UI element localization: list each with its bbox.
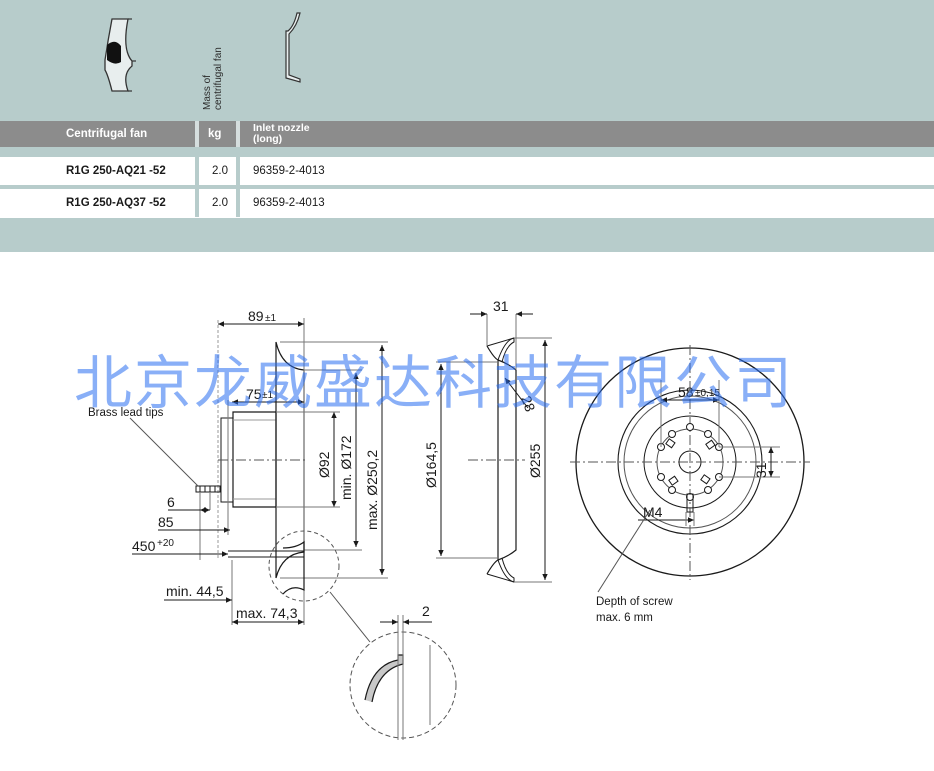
dim-75-value: 75 — [246, 386, 262, 402]
dim-75-tol: ±1 — [262, 390, 273, 401]
dim-2-value: 2 — [422, 603, 430, 619]
depth-of-screw-value: max. 6 mm — [596, 612, 653, 624]
dim-58: 58 ±0,15 — [660, 380, 720, 447]
dim-min-44-5-value: min. 44,5 — [166, 583, 224, 599]
dim-58-tol: ±0,15 — [695, 388, 720, 399]
dim-85: 85 — [158, 514, 230, 533]
cell-divider — [195, 157, 199, 185]
cell-nozzle: 96359-2-4013 — [253, 165, 325, 177]
dim-m4-value: M4 — [643, 504, 663, 520]
table-header: Centrifugal fan kg Inlet nozzle (long) — [0, 121, 934, 147]
inlet-nozzle-icon — [285, 12, 301, 83]
dim-6: 6 — [167, 494, 210, 513]
depth-of-screw-label: Depth of screw — [596, 596, 673, 608]
dim-85-value: 85 — [158, 514, 174, 530]
dim-min-44-5: min. 44,5 — [164, 583, 232, 603]
dim-31-side: 31 — [719, 446, 780, 478]
dim-dia-92-value: Ø92 — [316, 451, 332, 478]
dim-450-value: 450 — [132, 538, 156, 554]
column-header-mass: kg — [208, 128, 222, 140]
dim-max-74-3-value: max. 74,3 — [236, 605, 298, 621]
detail-marker-circle — [268, 530, 340, 602]
table-row: R1G 250-AQ37 -52 2.0 96359-2-4013 — [0, 189, 934, 217]
header-divider — [236, 121, 240, 147]
column-header-nozzle-line1: Inlet nozzle — [253, 122, 310, 134]
dim-dia-164-5-value: Ø164,5 — [423, 442, 439, 488]
dim-dia-164-5: Ø164,5 — [423, 361, 498, 559]
column-header-nozzle: Inlet nozzle (long) — [253, 121, 310, 147]
screw-depth-leader — [597, 509, 651, 593]
brass-lead-tips-label: Brass lead tips — [88, 407, 164, 419]
centrifugal-fan-icon — [104, 18, 136, 92]
table-footer-band — [0, 218, 934, 252]
top-icon-band — [0, 0, 934, 121]
cell-fan: R1G 250-AQ21 -52 — [66, 165, 166, 177]
dim-max-74-3: max. 74,3 — [232, 605, 304, 625]
dim-dia-92: Ø92 — [276, 411, 340, 508]
mass-label-line1: Mass of — [202, 74, 213, 110]
dim-28: 28 — [504, 377, 539, 414]
mass-column-label: Mass of centrifugal fan — [202, 47, 224, 110]
detail-nozzle-lip — [282, 540, 305, 595]
detail-leader-line — [329, 591, 371, 643]
technical-drawing: 89 ±1 75 ±1 Ø92 min. Ø172 max. Ø250,2 6 … — [88, 298, 810, 740]
cell-divider — [195, 189, 199, 217]
dim-31-top: 31 — [470, 298, 533, 317]
dim-89-value: 89 — [248, 308, 264, 324]
cell-divider — [236, 189, 240, 217]
table-row: R1G 250-AQ21 -52 2.0 96359-2-4013 — [0, 157, 934, 185]
dim-dia-255: Ø255 — [514, 337, 552, 583]
cell-divider — [236, 157, 240, 185]
dim-max-dia-250-2: max. Ø250,2 — [280, 341, 388, 579]
dim-m4: M4 — [638, 504, 695, 526]
dim-450: 450 +20 — [132, 538, 228, 557]
mass-label-line2: centrifugal fan — [213, 47, 224, 110]
cell-mass: 2.0 — [212, 165, 228, 177]
fan-side-view — [129, 318, 305, 625]
dim-89: 89 ±1 — [218, 308, 304, 327]
detail-view: 2 — [349, 603, 457, 740]
dim-31-side-value: 31 — [753, 462, 769, 478]
column-header-nozzle-line2: (long) — [253, 133, 283, 145]
dim-min-dia-172-value: min. Ø172 — [338, 435, 354, 500]
row-gap — [0, 185, 934, 189]
fan-profile-icons — [104, 12, 301, 92]
dim-6-value: 6 — [167, 494, 175, 510]
fan-front-view — [570, 345, 810, 580]
cell-nozzle: 96359-2-4013 — [253, 197, 325, 209]
cell-mass: 2.0 — [212, 197, 228, 209]
dim-28-value: 28 — [518, 394, 538, 414]
dim-75: 75 ±1 — [232, 386, 304, 405]
dim-max-dia-250-2-value: max. Ø250,2 — [364, 450, 380, 530]
mounting-holes — [657, 423, 723, 513]
table-gap — [0, 147, 934, 157]
dim-min-dia-172: min. Ø172 — [304, 369, 362, 551]
header-divider — [195, 121, 199, 147]
nozzle-section-view — [468, 314, 525, 583]
dim-31-top-value: 31 — [493, 298, 509, 314]
column-header-fan: Centrifugal fan — [66, 128, 148, 140]
dim-450-tol: +20 — [157, 538, 174, 549]
dim-89-tol: ±1 — [265, 313, 276, 324]
dim-58-value: 58 — [678, 384, 694, 400]
dim-dia-255-value: Ø255 — [527, 444, 543, 478]
cell-fan: R1G 250-AQ37 -52 — [66, 197, 166, 209]
